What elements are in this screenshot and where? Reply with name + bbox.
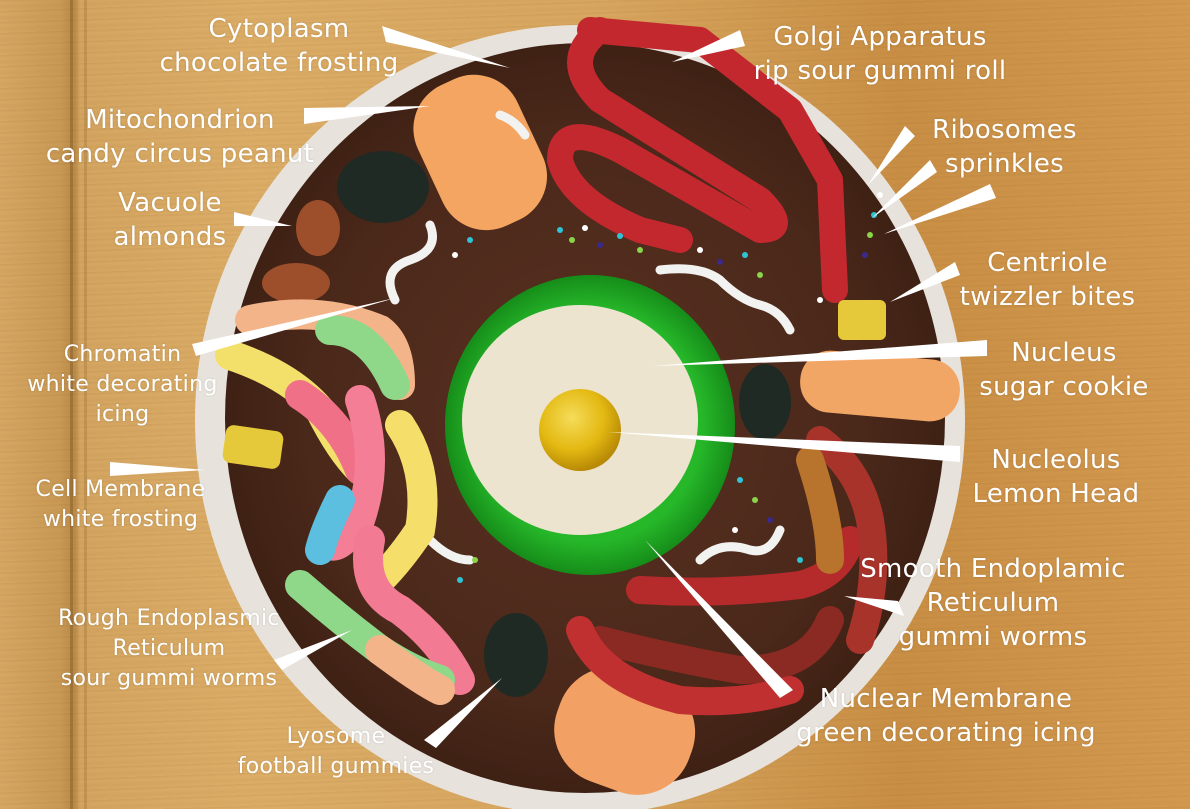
label-material: almonds — [113, 222, 227, 252]
pointer-mitochondrion — [304, 106, 430, 124]
pointer-chromatin — [192, 298, 395, 356]
label-material: sour gummi worms — [60, 666, 278, 691]
label-cell-membrane: Cell Membrane white frosting — [18, 475, 223, 535]
board-seam — [84, 0, 87, 809]
label-rough-er: Rough Endoplasmic Reticulum sour gummi w… — [36, 604, 302, 694]
label-material: sprinkles — [945, 149, 1064, 179]
label-title: Ribosomes — [932, 115, 1077, 145]
pointer-cytoplasm — [382, 26, 510, 68]
pointer-smooth-er — [844, 596, 904, 616]
rough-er-sour-gummi-worms — [215, 299, 475, 705]
label-golgi-apparatus: Golgi Apparatus rip sour gummi roll — [728, 20, 1032, 88]
label-title: Vacuole — [118, 188, 222, 218]
label-material: twizzler bites — [959, 282, 1136, 312]
golgi-apparatus-sour-gummi-roll — [547, 17, 848, 303]
pointer-wedges — [110, 26, 996, 748]
label-lysosome: Lyosome football gummies — [218, 722, 454, 782]
label-material: gummi worms — [898, 622, 1088, 652]
vacuole-almonds — [262, 200, 340, 303]
label-vacuole: Vacuole almonds — [100, 186, 240, 254]
label-title: Rough Endoplasmic — [58, 606, 280, 631]
board-seam — [70, 0, 73, 809]
pointer-nucleus — [652, 340, 987, 366]
label-title: Chromatin — [63, 342, 182, 367]
pointer-ribosomes-3 — [884, 184, 996, 234]
label-title: Centriole — [987, 248, 1108, 278]
pointer-nuclear-membrane — [645, 540, 793, 698]
label-title: Mitochondrion — [85, 105, 275, 135]
label-nuclear-membrane: Nuclear Membrane green decorating icing — [766, 682, 1126, 750]
label-material: Lemon Head — [972, 479, 1140, 509]
smooth-er-gummi-worms — [566, 426, 888, 716]
pointer-lysosome — [424, 678, 502, 748]
label-title: Nuclear Membrane — [819, 684, 1073, 714]
label-title: Nucleolus — [991, 445, 1121, 475]
label-centriole: Centriole twizzler bites — [935, 246, 1160, 314]
label-title: Lyosome — [286, 724, 386, 749]
nucleolus-lemon-head — [539, 389, 621, 471]
pointer-vacuole-2 — [234, 238, 286, 280]
label-title: Cytoplasm — [208, 14, 350, 44]
label-material: rip sour gummi roll — [753, 56, 1007, 86]
pointer-rough-er — [274, 630, 352, 670]
label-nucleolus: Nucleolus Lemon Head — [956, 443, 1156, 511]
chromatin-white-icing — [385, 110, 795, 565]
centriole-twizzler-bites — [222, 300, 886, 469]
label-material: sugar cookie — [979, 372, 1149, 402]
label-smooth-er: Smooth Endoplamic Reticulum gummi worms — [832, 552, 1154, 654]
pointer-ribosomes-2 — [872, 160, 937, 218]
pointer-cell-membrane — [110, 462, 205, 476]
label-title-cont: Reticulum — [926, 588, 1060, 618]
pointer-ribosomes-1 — [868, 126, 915, 185]
ribosomes-sprinkles — [452, 192, 883, 583]
pointer-nucleolus — [608, 432, 960, 462]
label-title: Cell Membrane — [35, 477, 206, 502]
label-material: green decorating icing — [796, 718, 1096, 748]
pointer-centriole — [890, 262, 960, 302]
label-nucleus: Nucleus sugar cookie — [960, 336, 1168, 404]
pointer-vacuole-1 — [234, 212, 292, 226]
label-title: Smooth Endoplamic — [860, 554, 1126, 584]
label-material: candy circus peanut — [45, 139, 315, 169]
label-material: chocolate frosting — [159, 48, 399, 78]
label-mitochondrion: Mitochondrion candy circus peanut — [20, 103, 340, 171]
label-ribosomes: Ribosomes sprinkles — [912, 113, 1097, 181]
label-chromatin: Chromatin white decorating icing — [10, 340, 235, 430]
label-title: Nucleus — [1011, 338, 1117, 368]
label-cytoplasm: Cytoplasm chocolate frosting — [138, 12, 420, 80]
label-material-cont: icing — [95, 402, 150, 427]
label-material: white frosting — [42, 507, 199, 532]
pointer-golgi — [672, 30, 745, 62]
label-material: white decorating — [27, 372, 218, 397]
label-title: Golgi Apparatus — [773, 22, 987, 52]
label-material: football gummies — [237, 754, 435, 779]
label-title-cont: Reticulum — [112, 636, 226, 661]
lysosome-football-gummies — [337, 151, 791, 697]
